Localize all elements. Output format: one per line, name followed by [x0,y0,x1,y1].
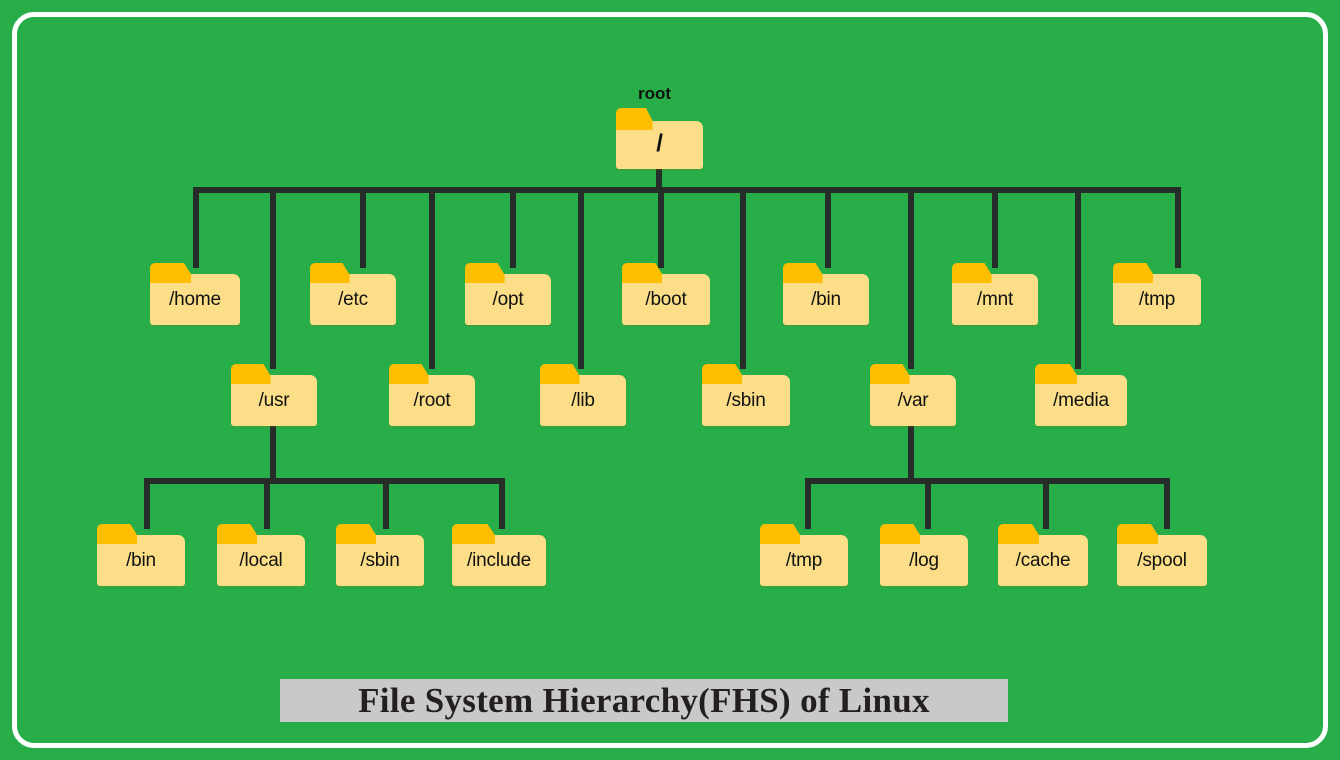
folder-tab-icon [1113,263,1154,283]
folder-node-media[interactable]: /media [1035,364,1127,426]
folder-label: /opt [492,288,524,310]
folder-tab-icon [465,263,505,283]
diagram-title: File System Hierarchy(FHS) of Linux [280,679,1008,722]
folder-label: /lib [571,389,595,411]
folder-tab-icon [702,364,743,384]
folder-node-usr[interactable]: /usr [231,364,317,426]
folder-tab-icon [870,364,910,384]
folder-label: /cache [1015,549,1071,571]
folder-node-mnt[interactable]: /mnt [952,263,1038,325]
folder-node-boot[interactable]: /boot [622,263,710,325]
folder-node-opt[interactable]: /opt [465,263,551,325]
folder-node-vartmp[interactable]: /tmp [760,524,848,586]
folder-node-usrbin[interactable]: /bin [97,524,185,586]
folder-label: /boot [645,288,687,310]
folder-node-tmp1[interactable]: /tmp [1113,263,1201,325]
folder-label: /etc [338,288,368,310]
folder-tab-icon [217,524,258,544]
folder-tab-icon [783,263,823,283]
folder-node-lib[interactable]: /lib [540,364,626,426]
folder-label: /var [897,389,929,411]
folder-label: /usr [258,389,290,411]
folder-label: /media [1053,389,1109,411]
folder-tab-icon [998,524,1040,544]
folder-label: /tmp [1138,288,1176,310]
folder-node-etc[interactable]: /etc [310,263,396,325]
folder-label: /bin [811,288,841,310]
folder-tab-icon [452,524,496,544]
folder-label: /home [169,288,221,310]
folder-node-usrinclude[interactable]: /include [452,524,546,586]
folder-node-varlog[interactable]: /log [880,524,968,586]
folder-label: /bin [126,549,156,571]
folder-tab-icon [1035,364,1078,384]
folder-node-sbin1[interactable]: /sbin [702,364,790,426]
folder-node-home[interactable]: /home [150,263,240,325]
folder-node-root[interactable]: / [616,108,703,169]
folder-label: /include [467,549,531,571]
folder-tab-icon [540,364,580,384]
folder-label: / [656,130,663,157]
folder-label: /root [413,389,451,411]
folder-tab-icon [310,263,350,283]
folder-label: /sbin [726,389,766,411]
folder-tab-icon [336,524,377,544]
root-caption-label: root [638,84,672,103]
folder-label: /spool [1137,549,1187,571]
folder-node-varcache[interactable]: /cache [998,524,1088,586]
folder-label: /tmp [785,549,823,571]
folder-tab-icon [389,364,429,384]
folder-tab-icon [952,263,992,283]
folder-node-usrlocal[interactable]: /local [217,524,305,586]
folder-node-rootdir[interactable]: /root [389,364,475,426]
folder-label: /log [909,549,939,571]
folder-label: /mnt [976,288,1014,310]
folder-node-var[interactable]: /var [870,364,956,426]
folder-tab-icon [150,263,192,283]
folder-node-varspool[interactable]: /spool [1117,524,1207,586]
folder-node-usrsbin[interactable]: /sbin [336,524,424,586]
folder-label: /local [239,549,283,571]
folder-tab-icon [97,524,138,544]
folder-tab-icon [1117,524,1159,544]
folder-tab-icon [760,524,801,544]
folder-tab-icon [880,524,921,544]
folder-label: /sbin [360,549,400,571]
folder-tab-icon [231,364,271,384]
folder-tab-icon [622,263,663,283]
folder-node-bin1[interactable]: /bin [783,263,869,325]
folder-tab-icon [616,108,653,130]
